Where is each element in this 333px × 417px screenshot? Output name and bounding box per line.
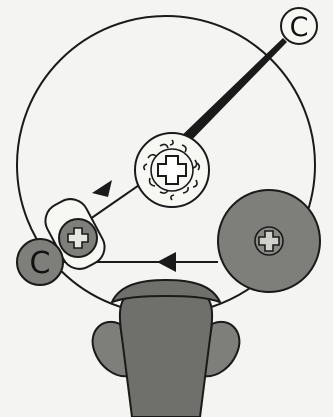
left-small-marker-icon — [59, 219, 97, 257]
center-marker-icon — [135, 133, 209, 207]
left-c-marker-icon: C — [17, 239, 63, 285]
radial-arrow-icon — [92, 180, 112, 197]
top-right-c-label: C — [290, 12, 309, 43]
left-c-label: C — [30, 246, 51, 281]
top-right-c-marker-icon: C — [281, 8, 317, 44]
radial-line — [174, 38, 287, 150]
horizontal-arrow-icon — [157, 252, 176, 272]
right-marker-icon — [218, 190, 320, 292]
head-icon — [93, 280, 240, 417]
